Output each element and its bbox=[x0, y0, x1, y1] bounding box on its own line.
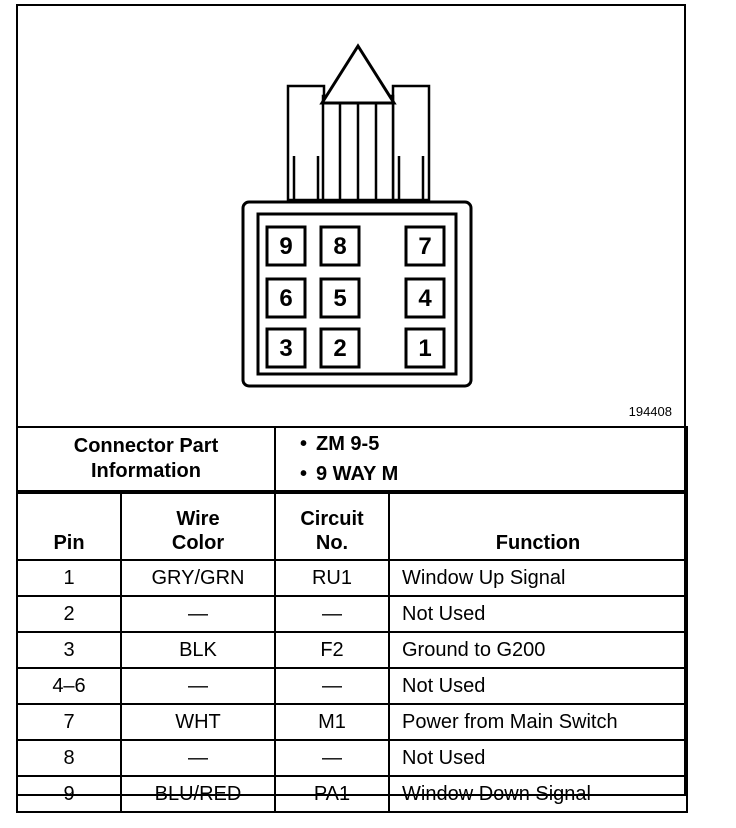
color-cell: GRY/GRN bbox=[120, 559, 276, 597]
pin-number: 6 bbox=[279, 285, 292, 312]
figure-number: 194408 bbox=[628, 404, 672, 419]
circuit-cell: F2 bbox=[274, 631, 390, 669]
pin-number: 9 bbox=[279, 233, 292, 260]
pin-cavity bbox=[319, 327, 361, 369]
table-row: 8 — — Not Used bbox=[16, 739, 688, 777]
pin-cell: 4–6 bbox=[16, 667, 122, 705]
pin-cell: 3 bbox=[16, 631, 122, 669]
orientation-arrow-icon bbox=[319, 43, 397, 105]
pin-cell: 7 bbox=[16, 703, 122, 741]
pin-number: 3 bbox=[279, 335, 292, 362]
circuit-cell: — bbox=[274, 739, 390, 777]
table-row: 9 BLU/RED PA1 Window Down Signal bbox=[16, 775, 688, 813]
table-row: 3 BLK F2 Ground to G200 bbox=[16, 631, 688, 669]
pin-cavity bbox=[404, 225, 446, 267]
pin-number: 4 bbox=[418, 285, 432, 312]
circuit-cell: — bbox=[274, 667, 390, 705]
connector-info-item: 9 WAY M bbox=[300, 459, 686, 489]
pin-cavity bbox=[319, 225, 361, 267]
pin-cell: 1 bbox=[16, 559, 122, 597]
pin-number: 5 bbox=[333, 285, 346, 312]
pin-cell: 2 bbox=[16, 595, 122, 633]
connector-info-items: ZM 9-5 9 WAY M bbox=[274, 426, 688, 492]
header-pin: Pin bbox=[16, 492, 122, 561]
circuit-cell: PA1 bbox=[274, 775, 390, 813]
pin-cavity bbox=[404, 327, 446, 369]
pin-number: 2 bbox=[333, 335, 346, 362]
table-row: 1 GRY/GRN RU1 Window Up Signal bbox=[16, 559, 688, 597]
function-cell: Not Used bbox=[388, 739, 688, 777]
pin-cell: 9 bbox=[16, 775, 122, 813]
table-row: 4–6 — — Not Used bbox=[16, 667, 688, 705]
pin-number: 7 bbox=[418, 233, 431, 260]
circuit-cell: — bbox=[274, 595, 390, 633]
color-cell: — bbox=[120, 739, 276, 777]
color-cell: WHT bbox=[120, 703, 276, 741]
header-function: Function bbox=[388, 492, 688, 561]
function-cell: Window Down Signal bbox=[388, 775, 688, 813]
function-cell: Power from Main Switch bbox=[388, 703, 688, 741]
pin-cavity bbox=[319, 277, 361, 319]
header-circuit: Circuit No. bbox=[274, 492, 390, 561]
pin-cell: 8 bbox=[16, 739, 122, 777]
connector-drawing: 9 8 7 6 5 4 3 2 1 bbox=[241, 43, 473, 388]
circuit-cell: M1 bbox=[274, 703, 390, 741]
color-cell: BLK bbox=[120, 631, 276, 669]
circuit-cell: RU1 bbox=[274, 559, 390, 597]
function-cell: Window Up Signal bbox=[388, 559, 688, 597]
function-cell: Ground to G200 bbox=[388, 631, 688, 669]
pin-cavity bbox=[265, 277, 307, 319]
connector-info-label: Connector Part Information bbox=[16, 426, 276, 492]
header-wire-color: Wire Color bbox=[120, 492, 276, 561]
connector-info-table: Connector Part Information ZM 9-5 9 WAY … bbox=[16, 426, 688, 492]
function-cell: Not Used bbox=[388, 595, 688, 633]
pin-number: 1 bbox=[418, 335, 431, 362]
pin-cavity bbox=[265, 327, 307, 369]
pin-table: Pin Wire Color Circuit No. Function 1 GR… bbox=[16, 492, 688, 813]
pin-number: 8 bbox=[333, 233, 346, 260]
color-cell: — bbox=[120, 595, 276, 633]
pin-cavity bbox=[404, 277, 446, 319]
table-row: 2 — — Not Used bbox=[16, 595, 688, 633]
color-cell: BLU/RED bbox=[120, 775, 276, 813]
color-cell: — bbox=[120, 667, 276, 705]
function-cell: Not Used bbox=[388, 667, 688, 705]
table-row: 7 WHT M1 Power from Main Switch bbox=[16, 703, 688, 741]
connector-info-item: ZM 9-5 bbox=[300, 429, 686, 459]
pin-cavity bbox=[265, 225, 307, 267]
